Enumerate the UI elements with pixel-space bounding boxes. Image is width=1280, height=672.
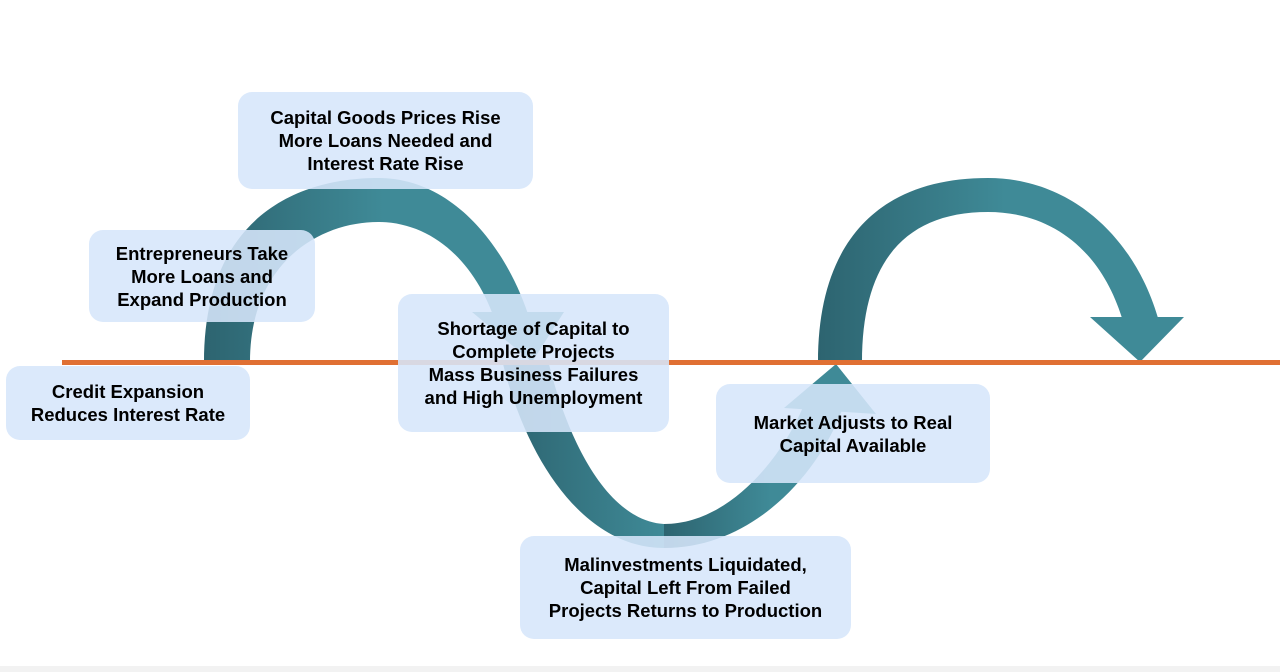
step-entrepreneurs: Entrepreneurs Take More Loans and Expand… [89, 230, 315, 322]
step-malinvestments: Malinvestments Liquidated, Capital Left … [520, 536, 851, 639]
bottom-strip [0, 666, 1280, 672]
arrowhead-down-2 [1090, 317, 1184, 362]
upper-arc-1 [204, 178, 530, 362]
step-credit-expansion: Credit Expansion Reduces Interest Rate [6, 366, 250, 440]
upper-arc-2 [818, 178, 1158, 362]
step-capital-goods: Capital Goods Prices Rise More Loans Nee… [238, 92, 533, 189]
step-market-adjusts: Market Adjusts to Real Capital Available [716, 384, 990, 483]
baseline [62, 360, 1280, 365]
step-shortage: Shortage of Capital to Complete Projects… [398, 294, 669, 432]
